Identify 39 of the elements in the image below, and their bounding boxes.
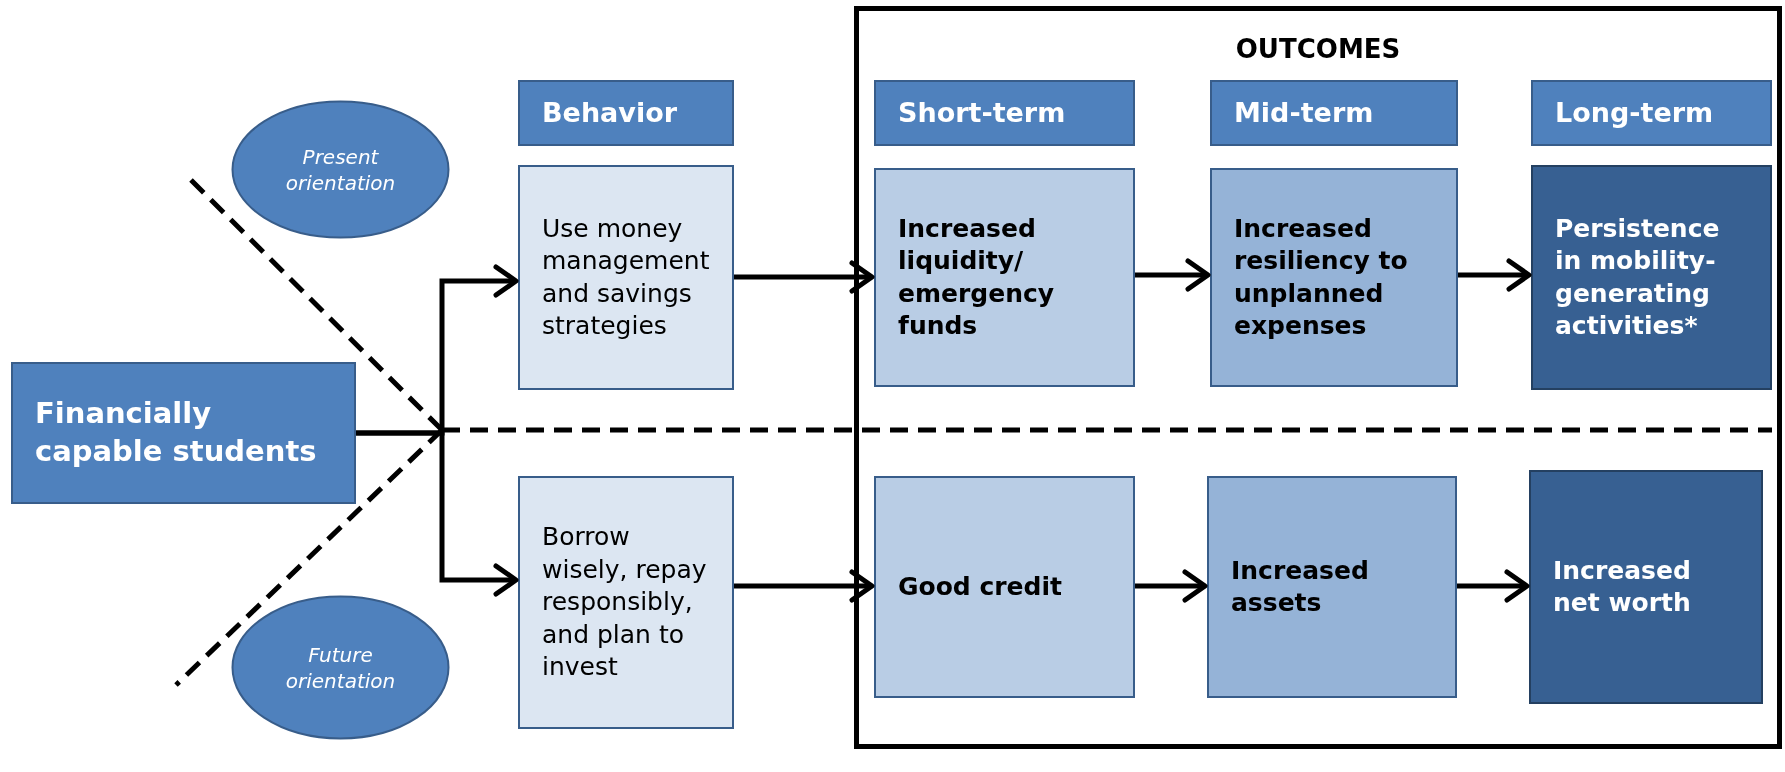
subject-label: Financially capable students <box>35 395 318 470</box>
mid-term-box <box>1210 168 1458 387</box>
orientation-label: Present orientation <box>284 143 397 196</box>
arrow <box>1458 258 1532 292</box>
arrow <box>734 260 875 294</box>
subject-box <box>11 362 356 504</box>
outcome-text: Persistence in mobility-generating activities* <box>1555 212 1721 342</box>
arrow <box>734 569 875 603</box>
outcome-text: Increased resiliency to unplanned expenses <box>1234 212 1409 342</box>
outcomes-frame <box>854 6 1782 749</box>
column-header: Behavior <box>542 96 679 131</box>
short-term-box <box>874 168 1135 387</box>
arrow <box>1135 258 1211 292</box>
mid-term-box <box>1207 476 1457 698</box>
column-header-box <box>874 80 1135 146</box>
short-term-box <box>874 476 1135 698</box>
outcome-text: Good credit <box>898 570 1063 603</box>
column-header-box <box>1531 80 1772 146</box>
arrow <box>356 430 519 597</box>
long-term-box <box>1529 470 1763 704</box>
outcome-text: Increased net worth <box>1553 554 1692 619</box>
orientation-label: Future orientation <box>284 641 397 694</box>
behavior-text: Use money management and savings strategies <box>542 212 711 342</box>
long-term-box <box>1531 165 1772 390</box>
orientation-ellipse <box>231 595 450 740</box>
behavior-box <box>518 165 734 390</box>
arrow <box>1457 569 1530 603</box>
outcome-text: Increased liquidity/ emergency funds <box>898 212 1056 342</box>
behavior-text: Borrow wisely, repay responsibly, and plan to invest <box>542 521 708 684</box>
column-header: Mid-term <box>1234 96 1375 131</box>
orientation-ellipse <box>231 100 450 239</box>
column-header-box <box>518 80 734 146</box>
column-header: Long-term <box>1555 96 1715 131</box>
behavior-box <box>518 476 734 729</box>
column-header: Short-term <box>898 96 1067 131</box>
arrow <box>1135 569 1208 603</box>
column-header-box <box>1210 80 1458 146</box>
outcomes-title: OUTCOMES <box>1235 33 1401 66</box>
outcome-text: Increased assets <box>1231 554 1370 619</box>
